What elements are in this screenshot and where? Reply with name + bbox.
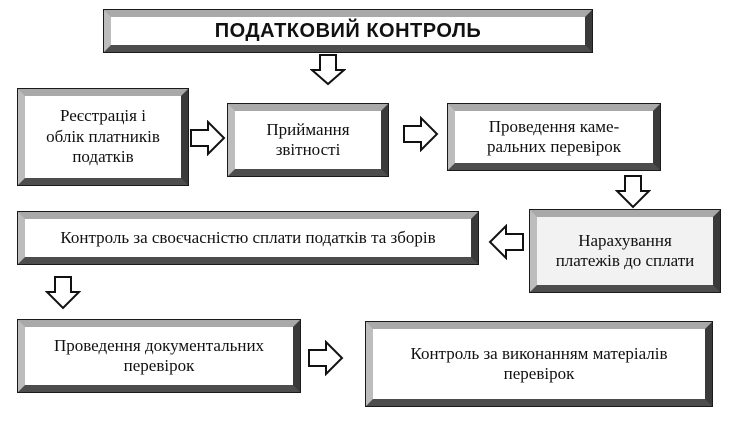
receiving-reports-label: Приймання звітності: [266, 119, 350, 159]
documentary-audits-box: Проведення документальних перевірок: [17, 319, 301, 393]
receiving-reports-box: Приймання звітності: [227, 103, 389, 177]
payment-timeliness-label: Контроль за своєчасністю сплати податків…: [60, 227, 436, 247]
arrow-right-3: [308, 340, 344, 376]
registration-label: Реєстрація і облік платників податків: [46, 106, 160, 167]
payment-accrual-box: Нарахування платежів до сплати: [529, 209, 721, 293]
title-box: ПОДАТКОВИЙ КОНТРОЛЬ: [103, 9, 593, 53]
arrow-left: [488, 224, 524, 260]
documentary-audits-label: Проведення документальних перевірок: [53, 335, 265, 375]
diagram-title: ПОДАТКОВИЙ КОНТРОЛЬ: [214, 20, 482, 42]
desk-audits-box: Проведення каме- ральних перевірок: [447, 103, 661, 171]
payment-timeliness-box: Контроль за своєчасністю сплати податків…: [17, 211, 479, 265]
audit-materials-control-label: Контроль за виконанням матеріалів переві…: [410, 343, 668, 383]
arrow-down-left: [45, 276, 81, 310]
desk-audits-label: Проведення каме- ральних перевірок: [486, 116, 622, 156]
registration-box: Реєстрація і облік платників податків: [17, 88, 189, 186]
arrow-down-title: [310, 54, 346, 86]
arrow-down-right: [615, 175, 651, 209]
payment-accrual-label: Нарахування платежів до сплати: [555, 230, 695, 270]
arrow-right-1: [190, 120, 226, 156]
arrow-right-2: [403, 116, 439, 152]
audit-materials-control-box: Контроль за виконанням матеріалів переві…: [365, 321, 713, 407]
